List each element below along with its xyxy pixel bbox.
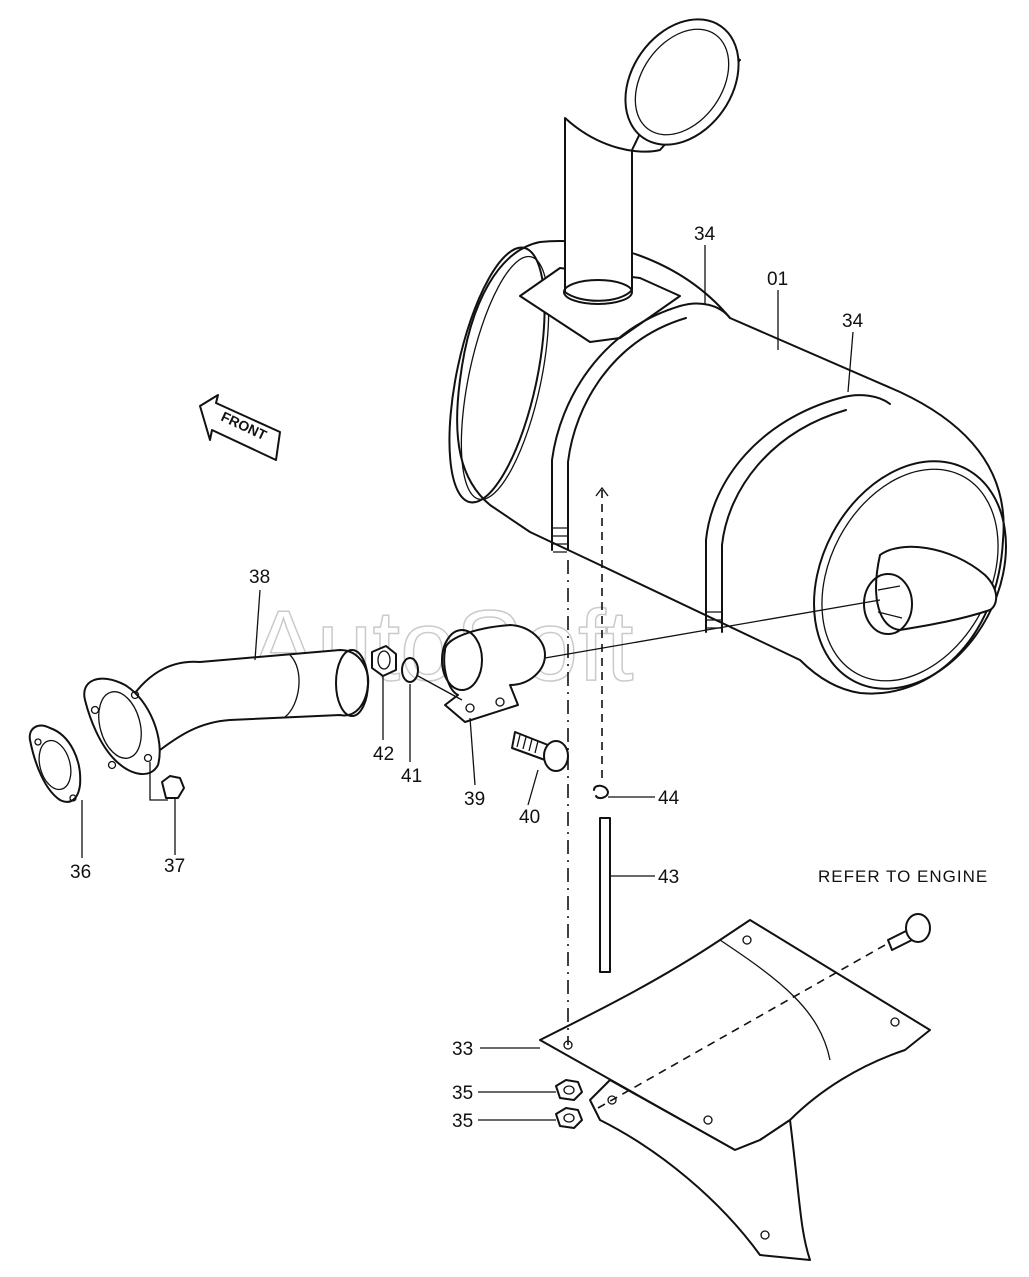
gasket bbox=[28, 724, 82, 803]
centerline-rod-top bbox=[595, 486, 609, 497]
label-35-upper: 35 bbox=[452, 1083, 473, 1104]
support-bracket bbox=[539, 919, 931, 1261]
label-40: 40 bbox=[519, 807, 540, 828]
exhaust-stack bbox=[563, 18, 741, 305]
support-rod bbox=[599, 817, 611, 973]
label-35-lower: 35 bbox=[452, 1111, 473, 1132]
label-39: 39 bbox=[464, 789, 485, 810]
spring-washer bbox=[401, 657, 419, 683]
u-bolt-strap-left bbox=[551, 302, 731, 553]
pipe-flange bbox=[83, 677, 161, 775]
clamp-nut bbox=[371, 645, 397, 677]
front-arrow: FRONT bbox=[199, 394, 281, 461]
clamp bbox=[441, 624, 546, 723]
retaining-pin bbox=[593, 784, 609, 800]
flange-nut bbox=[149, 762, 185, 801]
label-43: 43 bbox=[658, 867, 679, 888]
label-37: 37 bbox=[164, 856, 185, 877]
bracket-nut-lower bbox=[555, 1107, 583, 1129]
label-01: 01 bbox=[767, 269, 788, 290]
label-42: 42 bbox=[373, 744, 394, 765]
label-33: 33 bbox=[452, 1039, 473, 1060]
label-34-top: 34 bbox=[694, 224, 716, 245]
label-41: 41 bbox=[401, 766, 422, 787]
refer-to-engine-note: REFER TO ENGINE bbox=[818, 867, 988, 886]
label-36: 36 bbox=[70, 862, 91, 883]
label-34-right: 34 bbox=[842, 311, 864, 332]
clamp-bolt bbox=[511, 731, 569, 772]
centerline-pipe bbox=[544, 599, 881, 659]
label-44: 44 bbox=[658, 788, 680, 809]
clamp-bolt-line bbox=[417, 675, 463, 701]
bracket-nut-upper bbox=[555, 1079, 583, 1101]
engine-bolt bbox=[887, 913, 931, 951]
leader-lines bbox=[81, 245, 854, 1121]
label-38: 38 bbox=[249, 567, 270, 588]
exhaust-pipe bbox=[129, 649, 370, 751]
muffler bbox=[448, 240, 1007, 695]
